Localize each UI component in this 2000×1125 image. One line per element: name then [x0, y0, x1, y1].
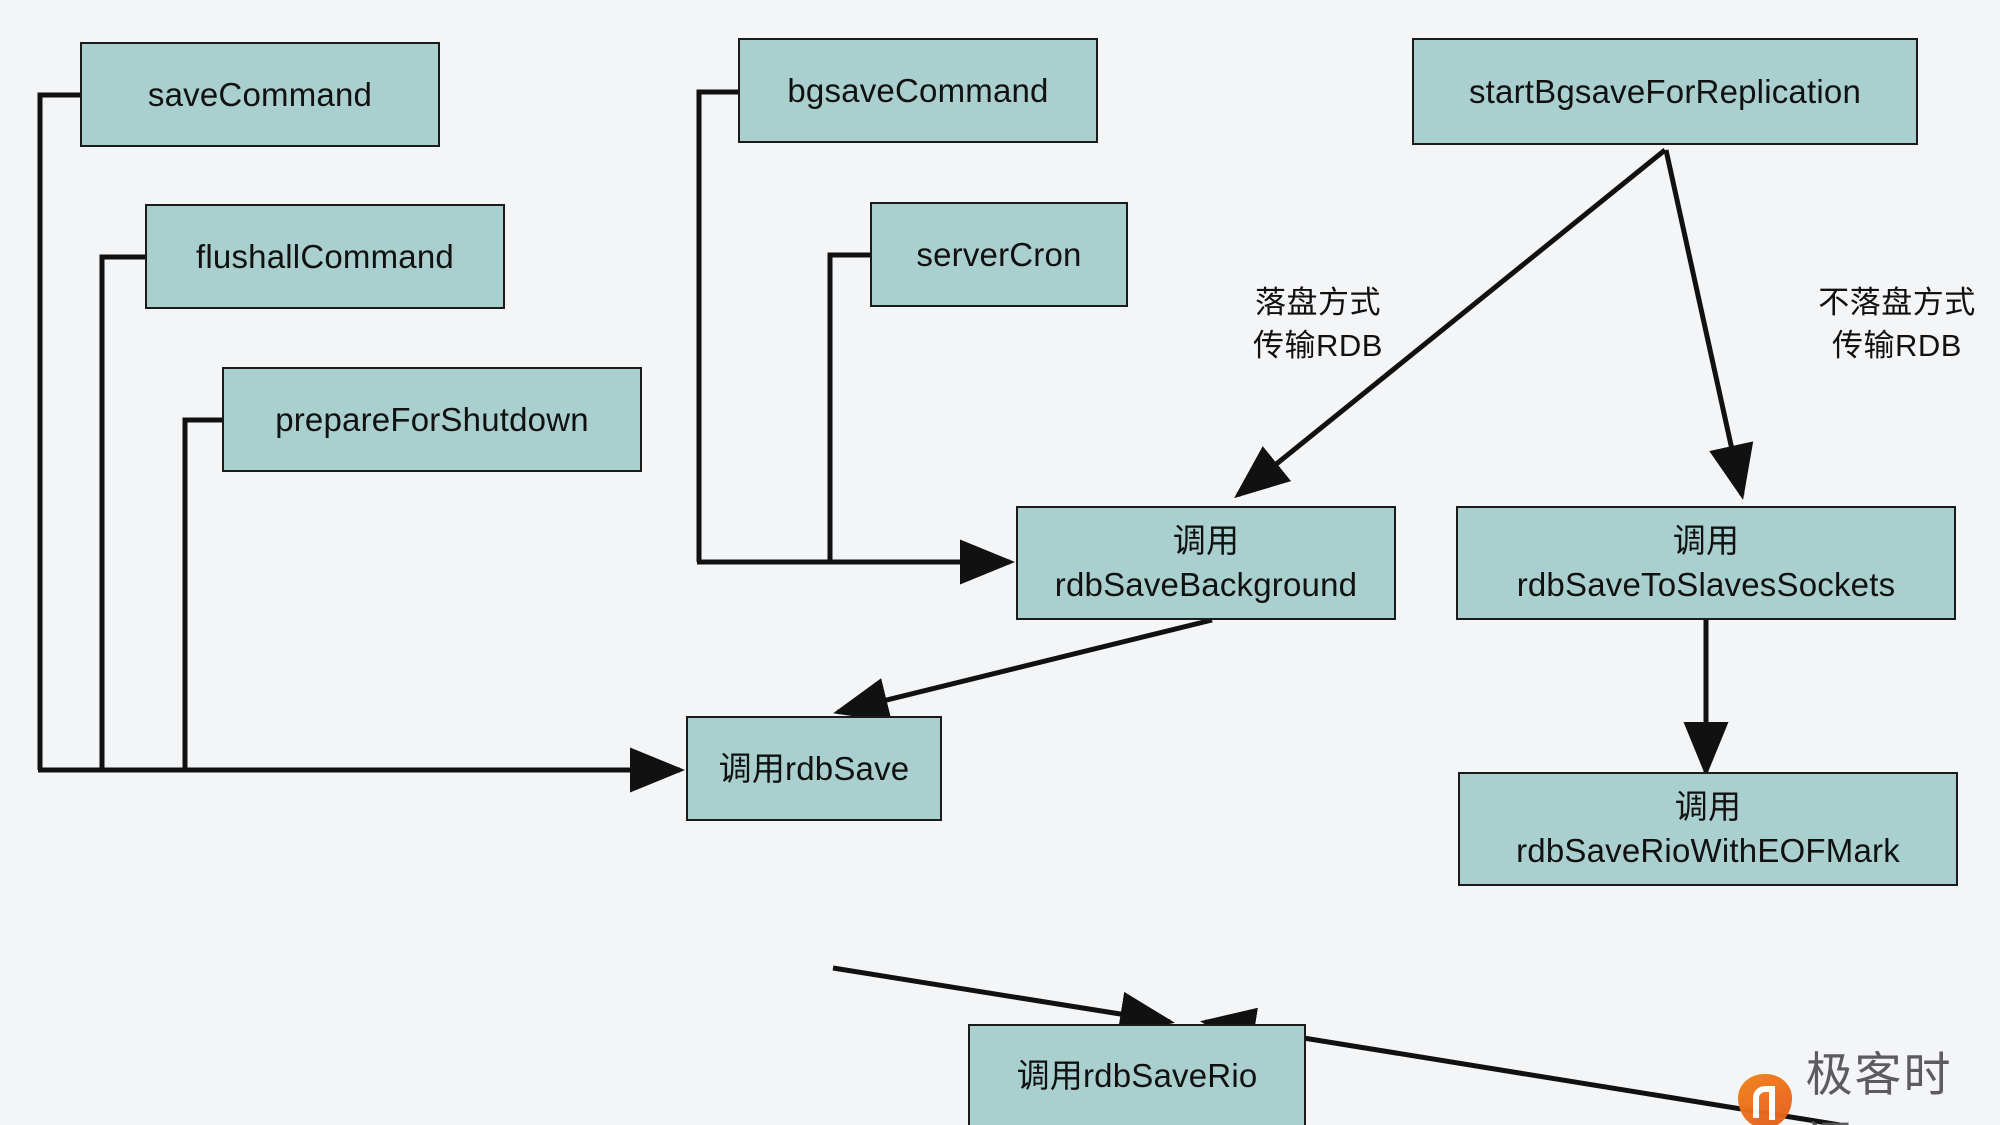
- node-bgsavecommand[interactable]: bgsaveCommand: [738, 38, 1098, 143]
- node-label: 调用rdbSaveRio: [1016, 1057, 1258, 1095]
- node-label: 调用 rdbSaveRioWithEOFMark: [1516, 788, 1900, 869]
- node-label: 调用 rdbSaveBackground: [1054, 522, 1358, 603]
- edge-bgsavecommand-rdbsavebackground: [696, 89, 738, 562]
- edge-label-no-disk-mode: 不落盘方式 传输RDB: [1818, 285, 1976, 363]
- node-label: bgsaveCommand: [787, 71, 1049, 109]
- watermark-text: 极客时间: [1805, 1048, 1953, 1125]
- edge-flushallcommand-rdbsave: [99, 254, 145, 770]
- geektime-logo-icon: [1738, 1074, 1792, 1125]
- node-label: startBgsaveForReplication: [1468, 72, 1861, 110]
- edge-savecommand-rdbsave: [37, 92, 80, 770]
- node-savecommand[interactable]: saveCommand: [80, 42, 440, 147]
- edge-servercron-rdbsavebackground: [827, 252, 870, 562]
- edge-label-disk-mode: 落盘方式 传输RDB: [1253, 285, 1383, 363]
- node-rdbsavetoslavessockets[interactable]: 调用 rdbSaveToSlavesSockets: [1456, 506, 1956, 620]
- node-prepareforshutdown[interactable]: prepareForShutdown: [222, 367, 642, 472]
- node-flushallcommand[interactable]: flushallCommand: [145, 204, 505, 309]
- node-label: flushallCommand: [196, 237, 454, 275]
- node-label: 调用 rdbSaveToSlavesSockets: [1516, 522, 1896, 603]
- node-rdbsaverio[interactable]: 调用rdbSaveRio: [968, 1024, 1306, 1125]
- edge-prepareforshutdown-rdbsave: [182, 417, 222, 770]
- watermark: 极客时间: [1738, 1036, 2000, 1125]
- edge-rdbsavebackground-rdbsave: [833, 617, 1213, 722]
- node-label: 调用rdbSave: [718, 749, 910, 787]
- node-servercron[interactable]: serverCron: [870, 202, 1128, 307]
- node-rdbsavebackground[interactable]: 调用 rdbSaveBackground: [1016, 506, 1396, 620]
- node-startbgsaveforreplication[interactable]: startBgsaveForReplication: [1412, 38, 1918, 145]
- node-label: prepareForShutdown: [275, 400, 589, 438]
- node-label: saveCommand: [147, 75, 373, 113]
- node-rdbsave[interactable]: 调用rdbSave: [686, 716, 942, 821]
- node-rdbsaveriowitheofmark[interactable]: 调用 rdbSaveRioWithEOFMark: [1458, 772, 1958, 886]
- edge-startbgsave-rdbsavetoslavessockets: [1663, 149, 1754, 500]
- node-label: serverCron: [916, 235, 1082, 273]
- edge-rdbsave-rdbsaverio: [832, 965, 1175, 1037]
